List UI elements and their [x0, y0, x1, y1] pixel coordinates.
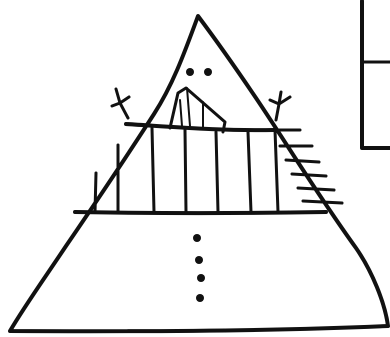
left-bird-wing-1	[120, 97, 129, 103]
bottom-center-dots	[193, 234, 205, 302]
band-line-lower	[75, 212, 326, 213]
right-bird-wing-2	[270, 100, 279, 104]
peak-hatch-left	[180, 100, 182, 126]
top-dot-left	[186, 68, 194, 76]
peak-inner-line	[187, 88, 190, 126]
outer-triangle	[10, 16, 388, 331]
right-frame	[362, 1, 390, 148]
middle-band-hatching	[95, 128, 278, 212]
left-bird-wing-2	[112, 103, 120, 106]
right-bird-sketch	[276, 92, 281, 120]
top-dot-right	[204, 68, 212, 76]
band-line-upper	[126, 124, 274, 130]
